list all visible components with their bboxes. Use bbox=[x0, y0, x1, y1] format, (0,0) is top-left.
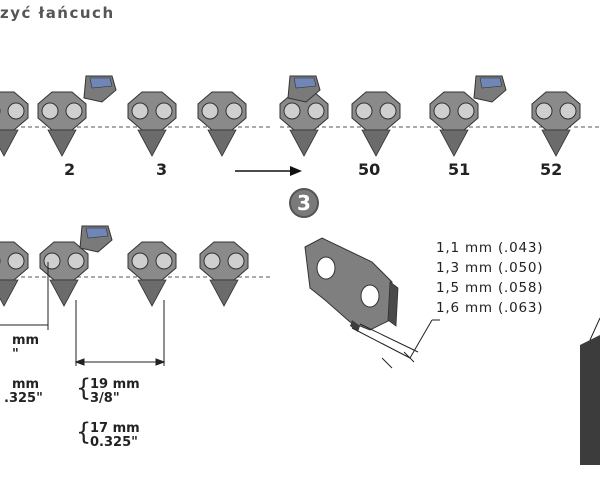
drive-link-part bbox=[304, 237, 399, 332]
chain-bottom-left bbox=[0, 225, 270, 307]
gauge-4: 1,6 mm (.063) bbox=[436, 300, 544, 316]
chain-number-51: 51 bbox=[448, 160, 471, 179]
pitch-measure-lines bbox=[0, 262, 166, 366]
chain-top-left bbox=[0, 75, 270, 157]
chain-number-2: 2 bbox=[64, 160, 76, 179]
chain-number-50: 50 bbox=[358, 160, 381, 179]
left-measure-a: mm " bbox=[12, 333, 40, 362]
brace-1: { bbox=[76, 374, 92, 402]
pitch-measure-1: 19 mm 3/8" bbox=[90, 377, 140, 406]
arrow-right bbox=[235, 166, 302, 176]
bar-edge-block bbox=[580, 317, 600, 465]
gauge-3: 1,5 mm (.058) bbox=[436, 280, 544, 296]
page-title: zyć łańcuch bbox=[0, 4, 115, 22]
gauge-pointer bbox=[351, 319, 440, 369]
chain-number-3: 3 bbox=[156, 160, 168, 179]
left-measure-b: mm .325" bbox=[4, 377, 43, 406]
pitch-measure-2: 17 mm 0.325" bbox=[90, 421, 140, 450]
chain-top-right bbox=[279, 75, 600, 157]
brace-2: { bbox=[76, 418, 92, 446]
gauge-2: 1,3 mm (.050) bbox=[436, 260, 544, 276]
step-badge: 3 bbox=[289, 188, 319, 218]
gauge-1: 1,1 mm (.043) bbox=[436, 240, 544, 256]
chain-number-52: 52 bbox=[540, 160, 563, 179]
